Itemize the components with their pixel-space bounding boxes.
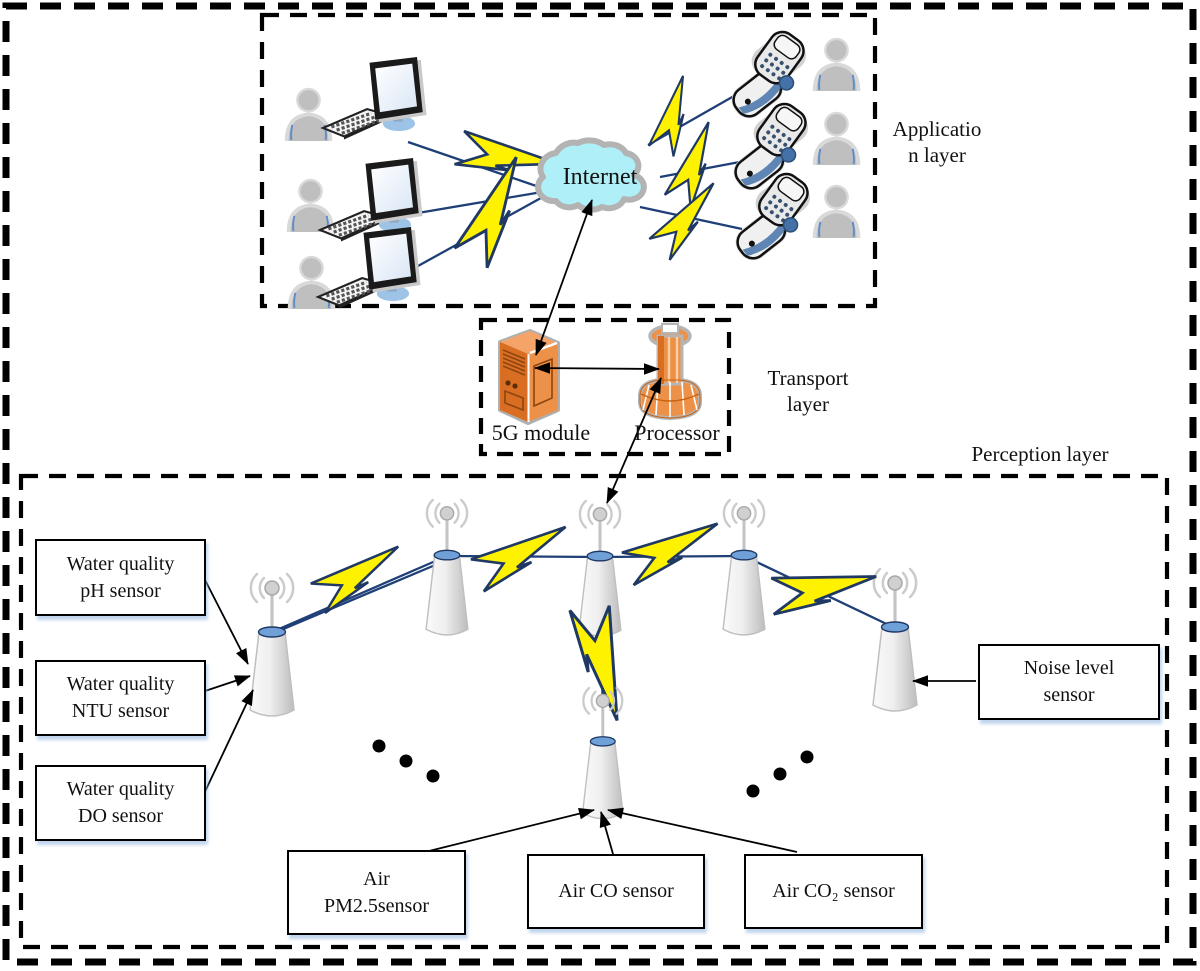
inter-layer-arrows xyxy=(530,197,667,507)
lightning-bolt-icon xyxy=(762,552,878,637)
application-users-right xyxy=(710,19,862,268)
perception-layer-box xyxy=(18,473,1170,950)
flip-phone-icon xyxy=(710,19,824,126)
lightning-bolt-icon xyxy=(467,525,572,594)
internet-cloud-icon xyxy=(535,137,647,213)
sensor-tower-noise-icon xyxy=(871,567,919,713)
user-icon xyxy=(811,183,862,239)
sensor-tower-gateway-icon xyxy=(577,499,623,638)
lightning-bolt-icon xyxy=(619,522,722,587)
continuation-dots-right xyxy=(746,750,814,798)
sensor-tower-icon xyxy=(721,498,767,637)
application-layer-box xyxy=(259,12,878,309)
user-icon xyxy=(285,177,336,233)
user-icon xyxy=(811,110,862,166)
flip-phone-icon xyxy=(712,91,826,198)
application-layer-label: Applicatio n layer xyxy=(892,117,982,168)
server-5g-icon xyxy=(498,329,560,425)
application-users-left xyxy=(283,57,427,311)
air-co-sensor-box: Air CO sensor xyxy=(527,854,705,929)
user-icon xyxy=(811,36,862,92)
sensor-tower-water-icon xyxy=(248,572,296,718)
perception-layer-label: Perception layer xyxy=(971,442,1109,466)
transport-layer-label: Transport layer xyxy=(767,366,849,417)
transport-layer-box xyxy=(478,317,732,457)
user-icon xyxy=(283,86,334,142)
label-processor: Processor xyxy=(634,420,720,445)
air-co2-sensor-box: Air CO₂ sensor xyxy=(744,854,923,929)
label-5g-module: 5G module xyxy=(491,420,591,445)
sensor-tower-icon xyxy=(424,498,470,637)
internet-label: Internet xyxy=(562,164,638,190)
continuation-dots-left xyxy=(372,739,440,783)
sensor-label-arrows xyxy=(201,573,976,855)
